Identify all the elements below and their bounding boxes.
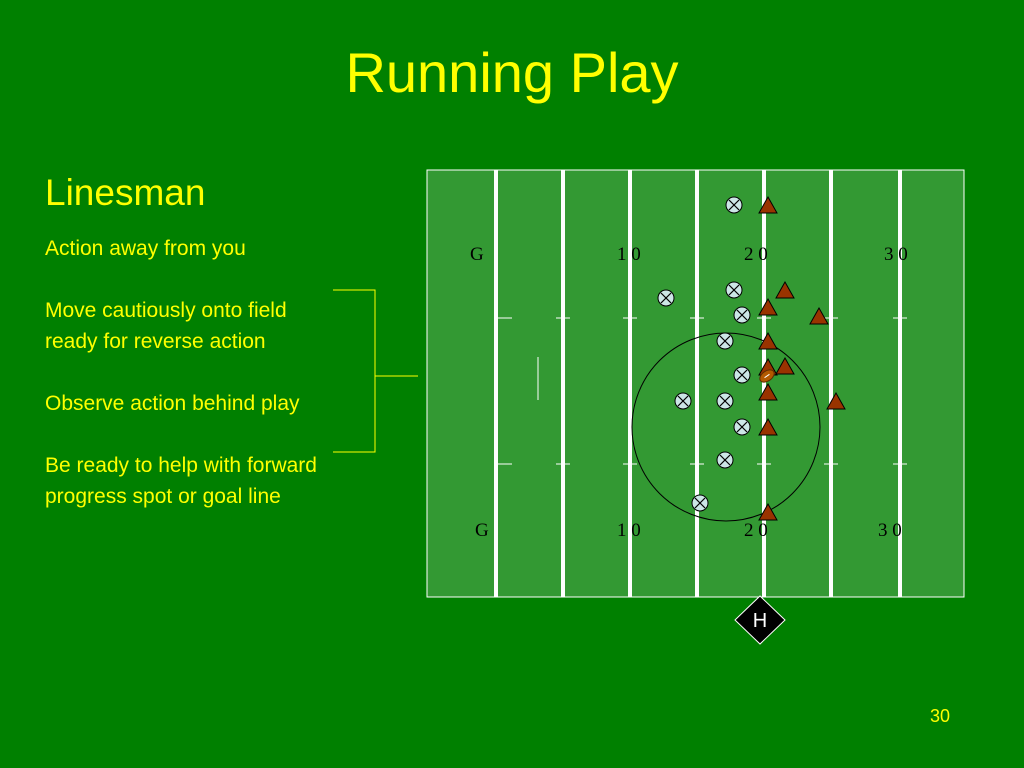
section-heading: Linesman (45, 172, 206, 213)
defense-marker-icon (691, 494, 709, 512)
offense-marker-icon (758, 331, 778, 350)
defense-marker-icon (733, 306, 751, 324)
umpire-marker: H (734, 595, 786, 645)
defense-marker-icon (674, 392, 692, 410)
notes-list: Action away from you Move cautiously ont… (45, 233, 335, 543)
offense-marker-icon (758, 382, 778, 401)
umpire-letter: H (753, 610, 767, 632)
notes-bracket (333, 289, 418, 453)
offense-marker-icon (775, 280, 795, 299)
yard-label-bottom: 2 0 (744, 520, 768, 541)
defense-players (657, 196, 751, 512)
yard-label-top: 3 0 (884, 244, 908, 265)
note-item: Move cautiously onto field ready for rev… (45, 299, 287, 353)
yard-label-top: 1 0 (617, 244, 641, 265)
offense-marker-icon (758, 195, 778, 214)
note-item: Be ready to help with forward progress s… (45, 454, 317, 508)
defense-marker-icon (725, 196, 743, 214)
defense-marker-icon (716, 451, 734, 469)
offense-marker-icon (775, 356, 795, 375)
yard-lines (494, 170, 902, 597)
offense-players (758, 195, 846, 521)
defense-marker-icon (716, 332, 734, 350)
football-icon (759, 369, 775, 383)
offense-marker-icon (809, 306, 829, 325)
offense-marker-icon (758, 297, 778, 316)
yard-label-bottom: 1 0 (617, 520, 641, 541)
note-item: Observe action behind play (45, 392, 300, 415)
offense-marker-icon (758, 502, 778, 521)
defense-marker-icon (725, 281, 743, 299)
slide-title: Running Play (345, 41, 679, 104)
defense-marker-icon (733, 418, 751, 436)
note-item: Action away from you (45, 237, 246, 260)
offense-marker-icon (826, 391, 846, 410)
page-number: 30 (930, 706, 951, 726)
yard-label-bottom: G (475, 520, 489, 541)
yard-label-top: G (470, 244, 484, 265)
defense-marker-icon (716, 392, 734, 410)
yard-label-top: 2 0 (744, 244, 768, 265)
diamond-icon (734, 595, 786, 645)
defense-marker-icon (657, 289, 675, 307)
offense-marker-icon (758, 417, 778, 436)
hash-marks (496, 317, 907, 465)
yard-label-bottom: 3 0 (878, 520, 902, 541)
defense-marker-icon (733, 366, 751, 384)
